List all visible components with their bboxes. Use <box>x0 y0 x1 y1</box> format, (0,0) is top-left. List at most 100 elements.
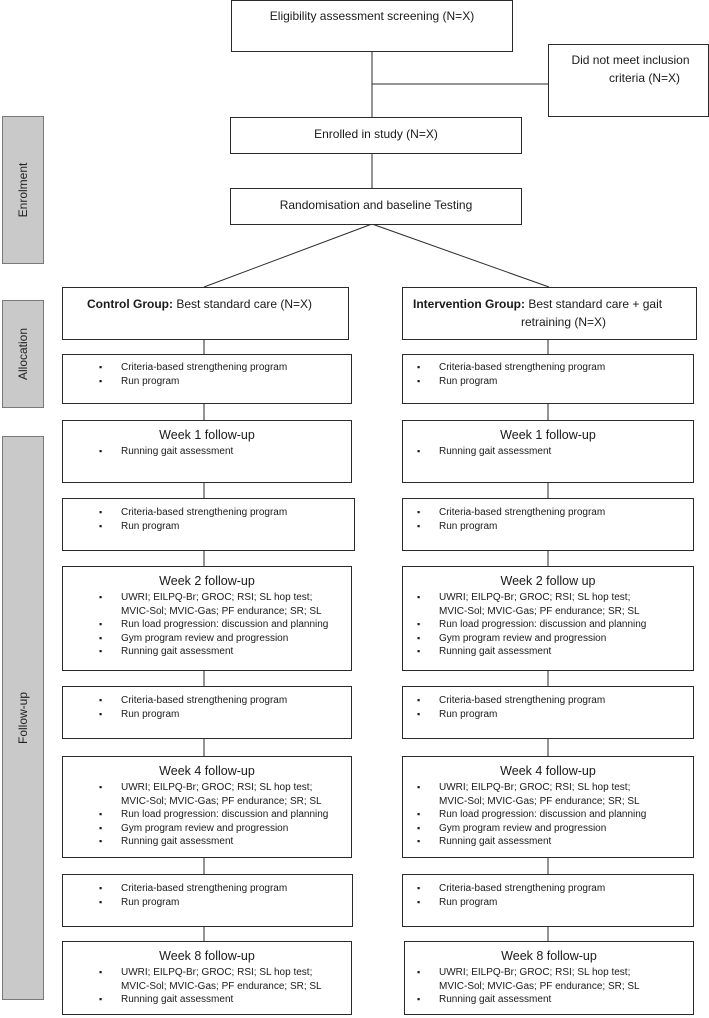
list-item: Gym program review and progression <box>411 632 646 646</box>
intervention-group-header: Intervention Group: Best standard care +… <box>413 296 696 312</box>
control-program-box-2: Criteria-based strengthening program Run… <box>62 498 355 551</box>
list-item: MVIC-Sol; MVIC-Gas; PF endurance; SR; SL <box>121 795 322 807</box>
phase-label-enrolment: Enrolment <box>2 116 44 264</box>
list-item: UWRI; EILPQ-Br; GROC; RSI; SL hop test; <box>411 781 646 795</box>
intervention-week4-list: UWRI; EILPQ-Br; GROC; RSI; SL hop test; … <box>411 781 646 849</box>
phase-label-allocation: Allocation <box>2 300 44 408</box>
control-program-list-4: Criteria-based strengthening program Run… <box>93 882 287 909</box>
intervention-program-box-1: Criteria-based strengthening program Run… <box>402 354 694 404</box>
list-item: Run load progression: discussion and pla… <box>93 618 328 632</box>
list-item: Criteria-based strengthening program <box>411 506 605 520</box>
control-group-box: Control Group: Best standard care (N=X) <box>62 287 349 340</box>
intervention-week8-list: UWRI; EILPQ-Br; GROC; RSI; SL hop test; … <box>411 966 640 1007</box>
intervention-week2-box: Week 2 follow up UWRI; EILPQ-Br; GROC; R… <box>402 566 694 671</box>
list-item: Run load progression: discussion and pla… <box>411 808 646 822</box>
control-week4-title: Week 4 follow-up <box>159 764 255 778</box>
control-week2-list: UWRI; EILPQ-Br; GROC; RSI; SL hop test; … <box>93 591 328 659</box>
list-item: Running gait assessment <box>93 645 328 659</box>
intervention-week8-title: Week 8 follow-up <box>501 949 597 963</box>
list-item: Run program <box>411 708 605 722</box>
excluded-text-line2: criteria (N=X) <box>608 71 680 85</box>
intervention-program-box-3: Criteria-based strengthening program Run… <box>402 686 694 739</box>
control-week1-list: Running gait assessment <box>93 445 233 459</box>
control-group-label: Control Group: <box>87 297 173 311</box>
list-item: UWRI; EILPQ-Br; GROC; RSI; SL hop test; <box>93 781 328 795</box>
enrolled-text: Enrolled in study (N=X) <box>314 127 438 141</box>
list-item: Criteria-based strengthening program <box>411 882 605 896</box>
list-item: Run program <box>411 896 605 910</box>
control-week1-box: Week 1 follow-up Running gait assessment <box>62 420 352 483</box>
list-item: Run program <box>93 520 287 534</box>
list-item: MVIC-Sol; MVIC-Gas; PF endurance; SR; SL <box>439 980 640 992</box>
control-week2-title: Week 2 follow-up <box>159 574 255 588</box>
list-item: UWRI; EILPQ-Br; GROC; RSI; SL hop test; <box>411 966 640 980</box>
list-item: Criteria-based strengthening program <box>93 506 287 520</box>
list-item: Gym program review and progression <box>93 822 328 836</box>
control-week8-title: Week 8 follow-up <box>159 949 255 963</box>
excluded-box: Did not meet inclusion criteria (N=X) <box>548 44 709 117</box>
enrolled-box: Enrolled in study (N=X) <box>230 117 522 154</box>
control-program-list-1: Criteria-based strengthening program Run… <box>93 361 287 388</box>
intervention-group-desc-line2: retraining (N=X) <box>521 315 607 329</box>
list-item: MVIC-Sol; MVIC-Gas; PF endurance; SR; SL <box>121 980 322 992</box>
randomisation-box: Randomisation and baseline Testing <box>230 188 522 225</box>
intervention-program-list-3: Criteria-based strengthening program Run… <box>411 694 605 721</box>
list-item: Run program <box>93 708 287 722</box>
list-item: Criteria-based strengthening program <box>411 694 605 708</box>
connector <box>371 223 550 288</box>
list-item: Running gait assessment <box>411 993 640 1007</box>
list-item: Running gait assessment <box>411 445 551 459</box>
phase-label-followup: Follow-up <box>2 436 44 1000</box>
control-week4-box: Week 4 follow-up UWRI; EILPQ-Br; GROC; R… <box>62 756 352 858</box>
list-item: Running gait assessment <box>93 445 233 459</box>
intervention-program-list-4: Criteria-based strengthening program Run… <box>411 882 605 909</box>
randomisation-text: Randomisation and baseline Testing <box>279 198 473 212</box>
list-item: MVIC-Sol; MVIC-Gas; PF endurance; SR; SL <box>121 605 322 617</box>
list-item: Run program <box>411 375 605 389</box>
control-program-list-3: Criteria-based strengthening program Run… <box>93 694 287 721</box>
control-program-box-1: Criteria-based strengthening program Run… <box>62 354 352 404</box>
list-item: Criteria-based strengthening program <box>411 361 605 375</box>
list-item: Running gait assessment <box>411 645 646 659</box>
intervention-program-box-2: Criteria-based strengthening program Run… <box>402 498 694 551</box>
control-group-desc: Best standard care (N=X) <box>172 297 313 311</box>
list-item: Run program <box>93 375 287 389</box>
list-item: Gym program review and progression <box>93 632 328 646</box>
eligibility-text: Eligibility assessment screening (N=X) <box>269 9 475 23</box>
list-item: Run load progression: discussion and pla… <box>411 618 646 632</box>
control-group-header: Control Group: Best standard care (N=X) <box>87 296 348 312</box>
list-item: Running gait assessment <box>93 993 322 1007</box>
list-item: MVIC-Sol; MVIC-Gas; PF endurance; SR; SL <box>439 795 640 807</box>
intervention-group-desc: Best standard care + gait <box>525 297 663 311</box>
intervention-week1-title: Week 1 follow-up <box>500 428 596 442</box>
intervention-group-box: Intervention Group: Best standard care +… <box>402 287 697 340</box>
list-item: Run program <box>411 520 605 534</box>
connector <box>203 223 373 288</box>
control-program-list-2: Criteria-based strengthening program Run… <box>93 506 287 533</box>
list-item: UWRI; EILPQ-Br; GROC; RSI; SL hop test; <box>93 591 328 605</box>
control-week2-box: Week 2 follow-up UWRI; EILPQ-Br; GROC; R… <box>62 566 352 671</box>
intervention-program-list-1: Criteria-based strengthening program Run… <box>411 361 605 388</box>
control-week8-box: Week 8 follow-up UWRI; EILPQ-Br; GROC; R… <box>62 941 352 1015</box>
intervention-week1-box: Week 1 follow-up Running gait assessment <box>402 420 694 483</box>
list-item: Running gait assessment <box>93 835 328 849</box>
control-week4-list: UWRI; EILPQ-Br; GROC; RSI; SL hop test; … <box>93 781 328 849</box>
excluded-text-line1: Did not meet inclusion <box>571 53 690 67</box>
control-program-box-3: Criteria-based strengthening program Run… <box>62 686 352 739</box>
list-item: Criteria-based strengthening program <box>93 361 287 375</box>
eligibility-box: Eligibility assessment screening (N=X) <box>231 0 513 52</box>
intervention-week4-box: Week 4 follow-up UWRI; EILPQ-Br; GROC; R… <box>402 756 694 858</box>
control-program-box-4: Criteria-based strengthening program Run… <box>62 874 353 927</box>
intervention-program-box-4: Criteria-based strengthening program Run… <box>402 874 694 927</box>
list-item: MVIC-Sol; MVIC-Gas; PF endurance; SR; SL <box>439 605 640 617</box>
intervention-week1-list: Running gait assessment <box>411 445 551 459</box>
intervention-group-label: Intervention Group: <box>413 297 525 311</box>
control-week1-title: Week 1 follow-up <box>159 428 255 442</box>
intervention-week4-title: Week 4 follow-up <box>500 764 596 778</box>
list-item: Criteria-based strengthening program <box>93 882 287 896</box>
intervention-program-list-2: Criteria-based strengthening program Run… <box>411 506 605 533</box>
intervention-week2-list: UWRI; EILPQ-Br; GROC; RSI; SL hop test; … <box>411 591 646 659</box>
list-item: Run program <box>93 896 287 910</box>
list-item: Running gait assessment <box>411 835 646 849</box>
